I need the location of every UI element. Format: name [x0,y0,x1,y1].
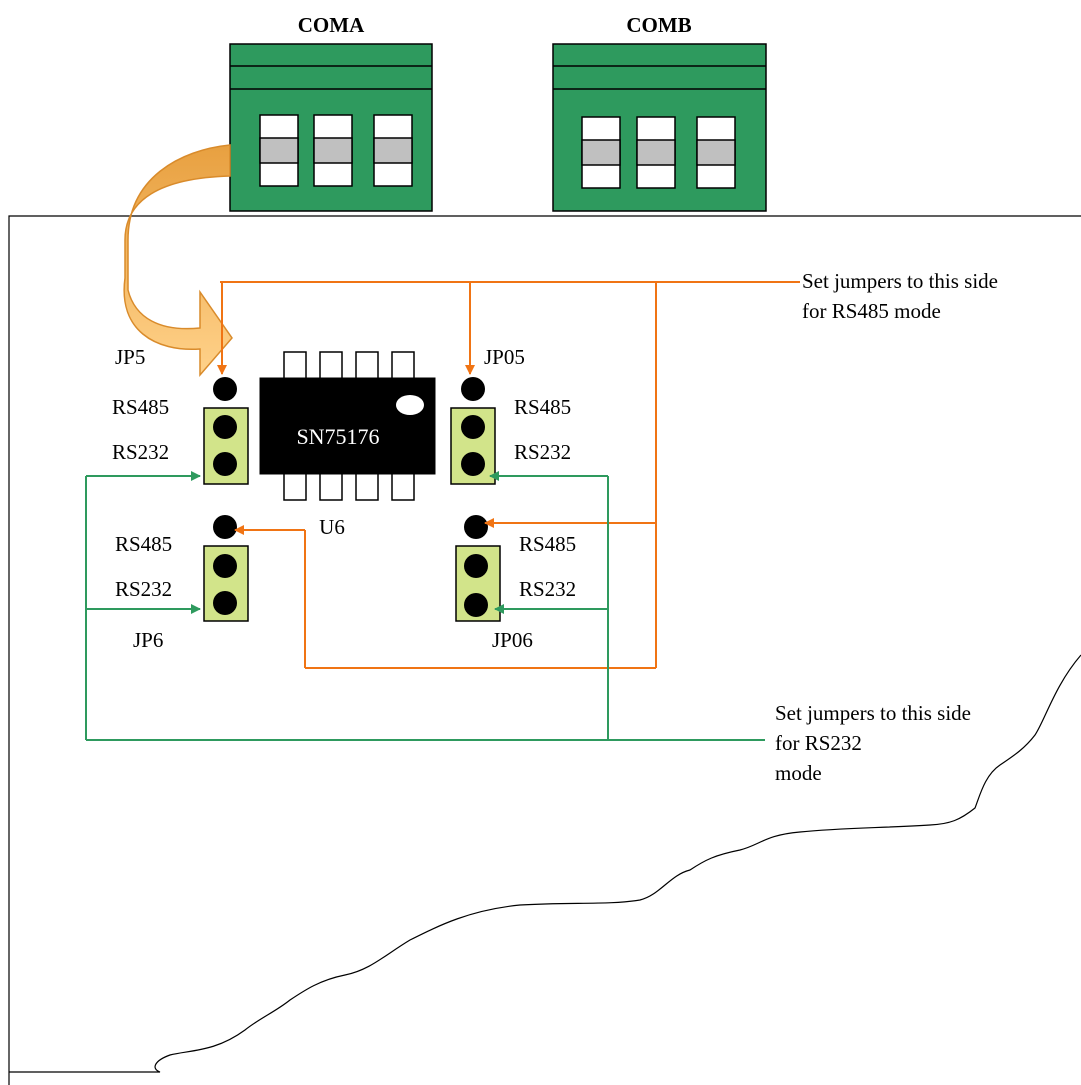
jumper-jp06 [455,515,501,622]
chip-part-label: SN75176 [296,424,379,449]
jp5-rs232-label: RS232 [112,440,169,464]
coma-connector [229,43,433,212]
jp6-rs485-label: RS485 [115,532,172,556]
rs485-note-line1: Set jumpers to this side [802,269,998,293]
comb-label: COMB [626,13,691,37]
chip-sn75176: SN75176 [259,377,436,475]
rs485-lines [217,281,800,669]
big-curved-arrow [123,144,233,378]
jp05-rs232-label: RS232 [514,440,571,464]
jp5-rs485-label: RS485 [112,395,169,419]
rs232-note-line3: mode [775,761,822,785]
rs232-note-line2: for RS232 [775,731,862,755]
chip-ref-label: U6 [319,515,345,539]
comb-connector [552,43,767,212]
rs232-note-line1: Set jumpers to this side [775,701,971,725]
jp05-rs485-label: RS485 [514,395,571,419]
jp06-rs232-label: RS232 [519,577,576,601]
jp6-rs232-label: RS232 [115,577,172,601]
board-outline [8,215,1081,1085]
coma-label: COMA [298,13,365,37]
rs485-note-line2: for RS485 mode [802,299,941,323]
jp06-rs485-label: RS485 [519,532,576,556]
jp05-label: JP05 [484,345,525,369]
jumper-jp05 [450,377,496,485]
chip-pins [283,351,415,501]
jp06-label: JP06 [492,628,533,652]
jp5-label: JP5 [115,345,145,369]
jp6-label: JP6 [133,628,163,652]
rs232-lines [85,471,765,741]
jumper-jp6 [203,515,249,622]
jumper-jp5 [203,377,249,485]
